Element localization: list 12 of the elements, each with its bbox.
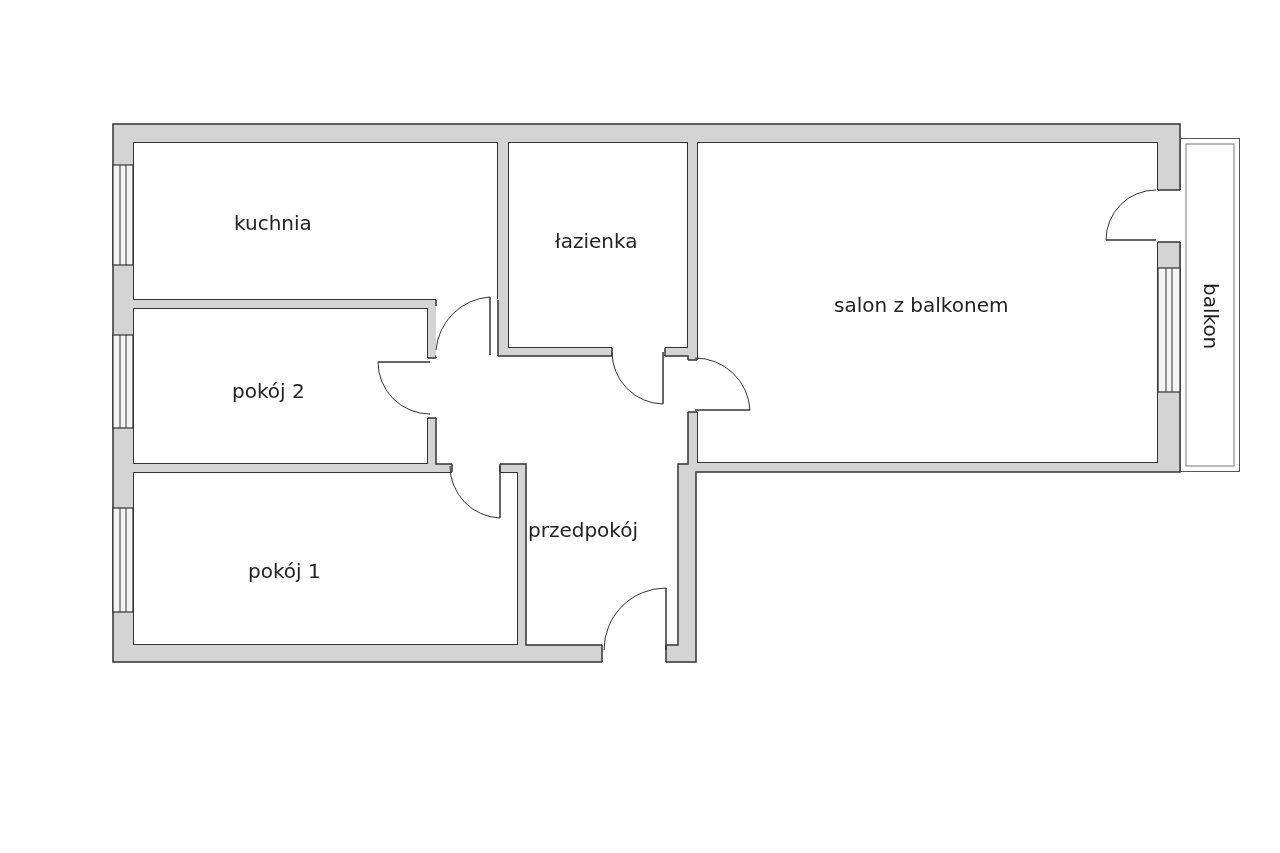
room-area [508,142,688,348]
room-area [133,308,428,464]
room-label: łazienka [555,229,638,253]
room-label: salon z balkonem [834,293,1009,317]
room-area [133,142,498,300]
room-label: pokój 2 [232,379,305,403]
room-label: kuchnia [234,211,312,235]
room-label: balkon [1199,283,1223,350]
room-area [133,472,518,645]
room-label: przedpokój [528,518,638,542]
room-label: pokój 1 [248,559,321,583]
room-area [697,142,1158,463]
